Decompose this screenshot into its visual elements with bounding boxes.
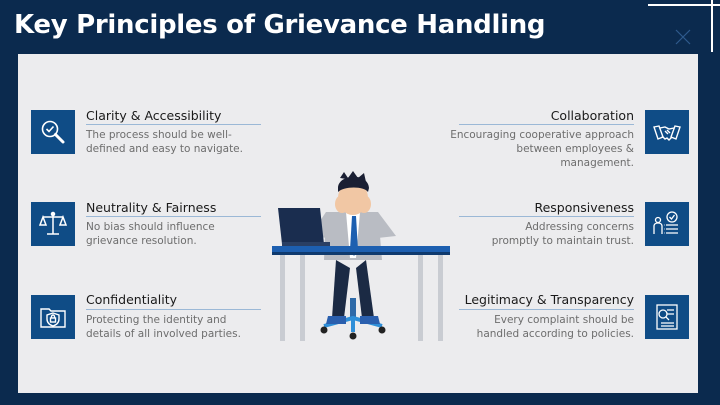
item-title-legitimacy: Legitimacy & Transparency — [464, 292, 634, 307]
item-title-neutrality: Neutrality & Fairness — [86, 200, 217, 215]
laptop — [278, 208, 330, 246]
magnifier-check-icon — [31, 110, 75, 154]
cross-decoration-icon — [675, 29, 691, 45]
corner-line-vertical — [711, 0, 713, 52]
slide-title: Key Principles of Grievance Handling — [14, 10, 546, 40]
shield-lock-folder-icon — [31, 295, 75, 339]
desc-line: promptly to maintain trust. — [491, 235, 634, 247]
item-desc-confidentiality: Protecting the identity and details of a… — [86, 313, 276, 341]
desc-line: Every complaint should be — [494, 314, 634, 326]
desc-line: No bias should influence — [86, 221, 215, 233]
item-desc-collaboration: Encouraging cooperative approach between… — [444, 128, 634, 170]
desc-line: details of all involved parties. — [86, 328, 241, 340]
item-desc-responsiveness: Addressing concerns promptly to maintain… — [444, 220, 634, 248]
desc-line: Encouraging cooperative approach — [450, 129, 634, 141]
divider-line — [459, 124, 634, 125]
divider-line — [86, 124, 261, 125]
desc-line: defined and easy to navigate. — [86, 143, 243, 155]
desc-line: The process should be well- — [86, 129, 232, 141]
item-title-clarity: Clarity & Accessibility — [86, 108, 222, 123]
scales-icon — [31, 202, 75, 246]
desc-line: between employees & management. — [516, 143, 634, 169]
corner-line-horizontal — [648, 4, 720, 6]
desc-line: Addressing concerns — [525, 221, 634, 233]
person-legs — [326, 260, 380, 324]
item-desc-neutrality: No bias should influence grievance resol… — [86, 220, 276, 248]
item-title-collaboration: Collaboration — [550, 108, 634, 123]
item-title-responsiveness: Responsiveness — [534, 200, 634, 215]
divider-line — [459, 216, 634, 217]
item-desc-legitimacy: Every complaint should be handled accord… — [444, 313, 634, 341]
person-head — [335, 171, 371, 215]
desc-line: grievance resolution. — [86, 235, 197, 247]
desk — [272, 246, 450, 341]
divider-line — [459, 309, 634, 310]
stressed-employee-illustration — [272, 171, 450, 341]
handshake-icon — [645, 110, 689, 154]
desc-line: handled according to policies. — [476, 328, 634, 340]
document-search-icon — [645, 295, 689, 339]
divider-line — [86, 309, 261, 310]
desc-line: Protecting the identity and — [86, 314, 227, 326]
person-checklist-icon — [645, 202, 689, 246]
divider-line — [86, 216, 261, 217]
item-title-confidentiality: Confidentiality — [86, 292, 177, 307]
item-desc-clarity: The process should be well- defined and … — [86, 128, 276, 156]
